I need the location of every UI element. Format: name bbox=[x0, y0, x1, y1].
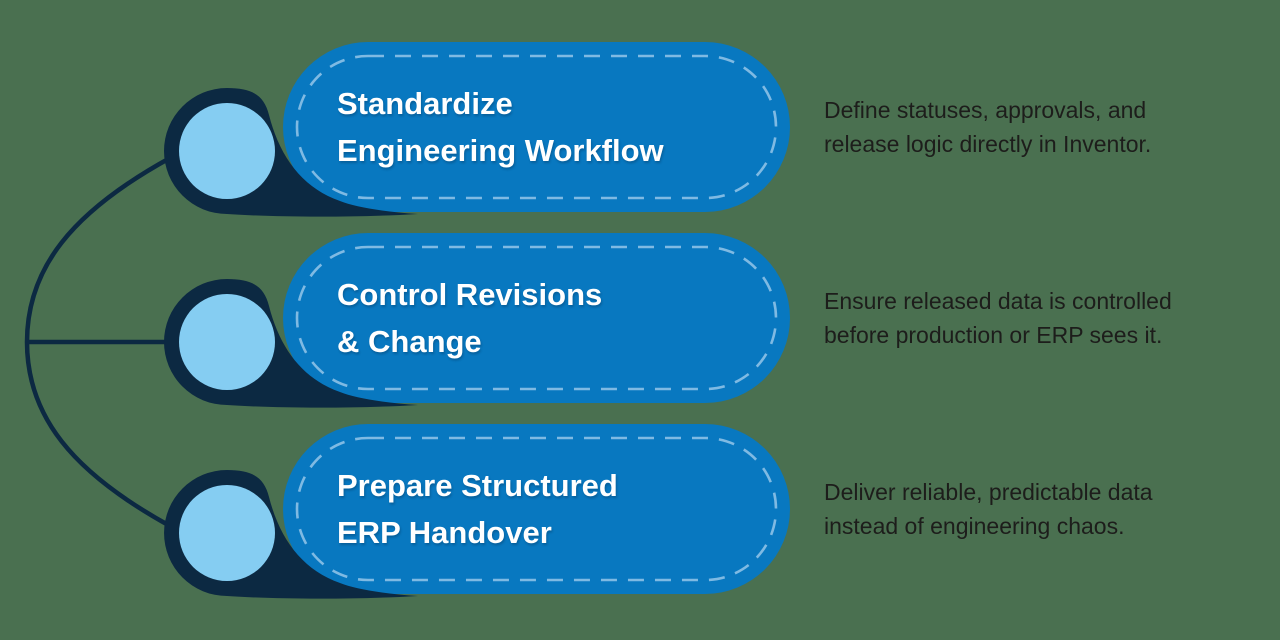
item-pill-dashed-border bbox=[295, 436, 778, 582]
item-description-line: before production or ERP sees it. bbox=[824, 322, 1163, 348]
item-description-1: Define statuses, approvals, and release … bbox=[824, 42, 1244, 212]
item-description-2: Ensure released data is controlled befor… bbox=[824, 233, 1244, 403]
item-description-line: Ensure released data is controlled bbox=[824, 288, 1172, 314]
item-title-line: Prepare Structured bbox=[337, 468, 618, 503]
item-group-1 bbox=[164, 42, 790, 217]
item-description-line: release logic directly in Inventor. bbox=[824, 131, 1152, 157]
item-title-line: ERP Handover bbox=[337, 515, 552, 550]
item-node-circle bbox=[179, 103, 275, 199]
item-description-line: instead of engineering chaos. bbox=[824, 513, 1125, 539]
item-title-line: Standardize bbox=[337, 86, 513, 121]
item-pill-dashed-border bbox=[295, 245, 778, 391]
item-node-circle bbox=[179, 485, 275, 581]
item-group-2 bbox=[164, 233, 790, 408]
item-group-3 bbox=[164, 424, 790, 599]
item-title-2: Control Revisions & Change bbox=[337, 233, 767, 403]
item-node-circle bbox=[179, 294, 275, 390]
item-pill bbox=[283, 233, 790, 403]
item-description-line: Deliver reliable, predictable data bbox=[824, 479, 1153, 505]
item-pill-dashed-border bbox=[295, 54, 778, 200]
item-title-line: & Change bbox=[337, 324, 482, 359]
item-title-1: Standardize Engineering Workflow bbox=[337, 42, 767, 212]
item-description-3: Deliver reliable, predictable data inste… bbox=[824, 424, 1244, 594]
item-title-line: Control Revisions bbox=[337, 277, 603, 312]
item-title-line: Engineering Workflow bbox=[337, 133, 664, 168]
item-pill bbox=[283, 424, 790, 594]
item-title-3: Prepare Structured ERP Handover bbox=[337, 424, 767, 594]
item-description-line: Define statuses, approvals, and bbox=[824, 97, 1147, 123]
item-pill bbox=[283, 42, 790, 212]
